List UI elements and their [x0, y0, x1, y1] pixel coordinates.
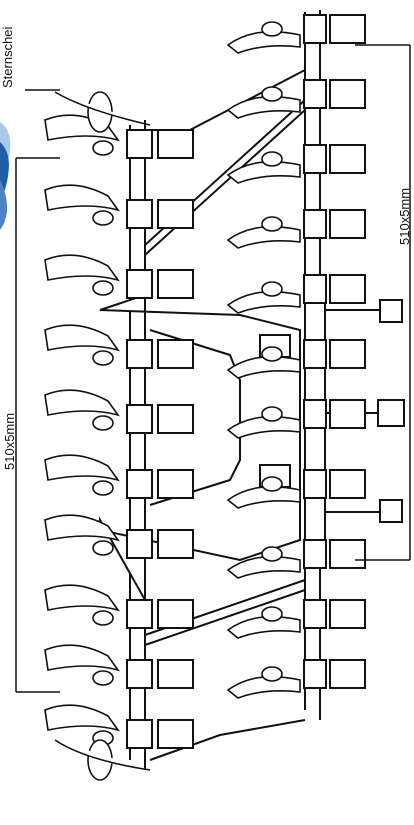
right-tine-spring [261, 216, 283, 232]
left-tine [44, 254, 120, 282]
right-tine-spring [261, 346, 283, 362]
left-tine-spring [92, 140, 114, 156]
left-clamp-block-outer [157, 269, 194, 299]
right-tine-spring [261, 476, 283, 492]
left-clamp-block [126, 339, 153, 369]
right-tine [226, 415, 301, 439]
right-tine-row [226, 21, 301, 699]
a-frame-cutout [149, 329, 241, 506]
left-clamp-block [126, 269, 153, 299]
left-clamp-blocks [126, 129, 194, 749]
right-clamp-block-outer [329, 659, 366, 689]
right-clamp-block-outer [329, 14, 366, 44]
right-tine-spring [261, 151, 283, 167]
left-clamp-block [126, 599, 153, 629]
right-dimension-line [355, 44, 411, 561]
right-tine [226, 615, 301, 639]
left-clamp-block [126, 659, 153, 689]
right-clamp-block-outer [329, 209, 366, 239]
right-tine-spring [261, 666, 283, 682]
right-clamp-block-outer [329, 469, 366, 499]
right-clamp-block [303, 659, 327, 689]
right-tine-spring [261, 86, 283, 102]
right-tine [226, 675, 301, 699]
left-clamp-block [126, 469, 153, 499]
left-tine-spring [92, 210, 114, 226]
right-clamp-blocks [303, 14, 366, 689]
right-clamp-block [303, 469, 327, 499]
right-tine [226, 225, 301, 249]
right-clamp-block-outer [329, 339, 366, 369]
left-tine [44, 454, 120, 482]
right-clamp-block [303, 144, 327, 174]
left-tine-spring [92, 415, 114, 431]
right-clamp-block-outer [329, 539, 366, 569]
right-tine [226, 95, 301, 119]
left-clamp-block-outer [157, 199, 194, 229]
left-clamp-block-outer [157, 529, 194, 559]
right-clamp-block [303, 399, 327, 429]
left-clamp-block-outer [157, 404, 194, 434]
left-tine-spring [92, 350, 114, 366]
left-tine [44, 389, 120, 417]
left-tine [44, 514, 120, 542]
brand-logo-fragment-shape [0, 108, 14, 233]
right-tine [226, 485, 301, 509]
right-dimension-label: 510x5mm [397, 187, 412, 245]
left-tine-row [44, 114, 120, 746]
left-clamp-block-outer [157, 719, 194, 749]
right-clamp-block [303, 79, 327, 109]
left-clamp-block-outer [157, 599, 194, 629]
left-tine-spring [92, 280, 114, 296]
star-wheel-bottom [54, 739, 151, 781]
right-clamp-block [303, 274, 327, 304]
right-tine-spring [261, 606, 283, 622]
right-clamp-block-outer [329, 79, 366, 109]
right-clamp-block [303, 209, 327, 239]
left-tine [44, 644, 120, 672]
left-tine [44, 114, 120, 142]
left-clamp-block [126, 199, 153, 229]
left-clamp-block [126, 129, 153, 159]
brand-logo-fragment-icon [0, 108, 14, 233]
top-part-label: Sternschei [0, 26, 15, 88]
right-tine-spring [261, 546, 283, 562]
left-tine [44, 324, 120, 352]
left-tine-spring [92, 610, 114, 626]
right-tine [226, 160, 301, 184]
right-tine-spring [261, 406, 283, 422]
left-clamp-block [126, 404, 153, 434]
left-tine [44, 704, 120, 732]
right-tine [226, 290, 301, 314]
right-clamp-block [303, 539, 327, 569]
left-clamp-block-outer [157, 339, 194, 369]
right-clamp-block-outer [329, 144, 366, 174]
left-clamp-block-outer [157, 129, 194, 159]
left-clamp-block-outer [157, 469, 194, 499]
right-clamp-block-outer [329, 399, 366, 429]
right-tine-spring [261, 21, 283, 37]
left-tine-spring [92, 540, 114, 556]
left-dimension-line [15, 157, 60, 693]
left-clamp-block-outer [157, 659, 194, 689]
left-dimension-label: 510x5mm [2, 412, 17, 470]
right-clamp-block [303, 14, 327, 44]
right-clamp-block [303, 339, 327, 369]
left-tine [44, 184, 120, 212]
left-clamp-block [126, 529, 153, 559]
right-clamp-block-outer [329, 274, 366, 304]
left-clamp-block [126, 719, 153, 749]
right-tine [226, 555, 301, 579]
right-clamp-block [303, 599, 327, 629]
right-clamp-block-outer [329, 599, 366, 629]
star-wheel-top [54, 91, 151, 133]
left-tine [44, 584, 120, 612]
left-tine-spring [92, 670, 114, 686]
left-tine-spring [92, 480, 114, 496]
right-tine-spring [261, 281, 283, 297]
right-tine [226, 355, 301, 379]
right-tine [226, 30, 301, 54]
